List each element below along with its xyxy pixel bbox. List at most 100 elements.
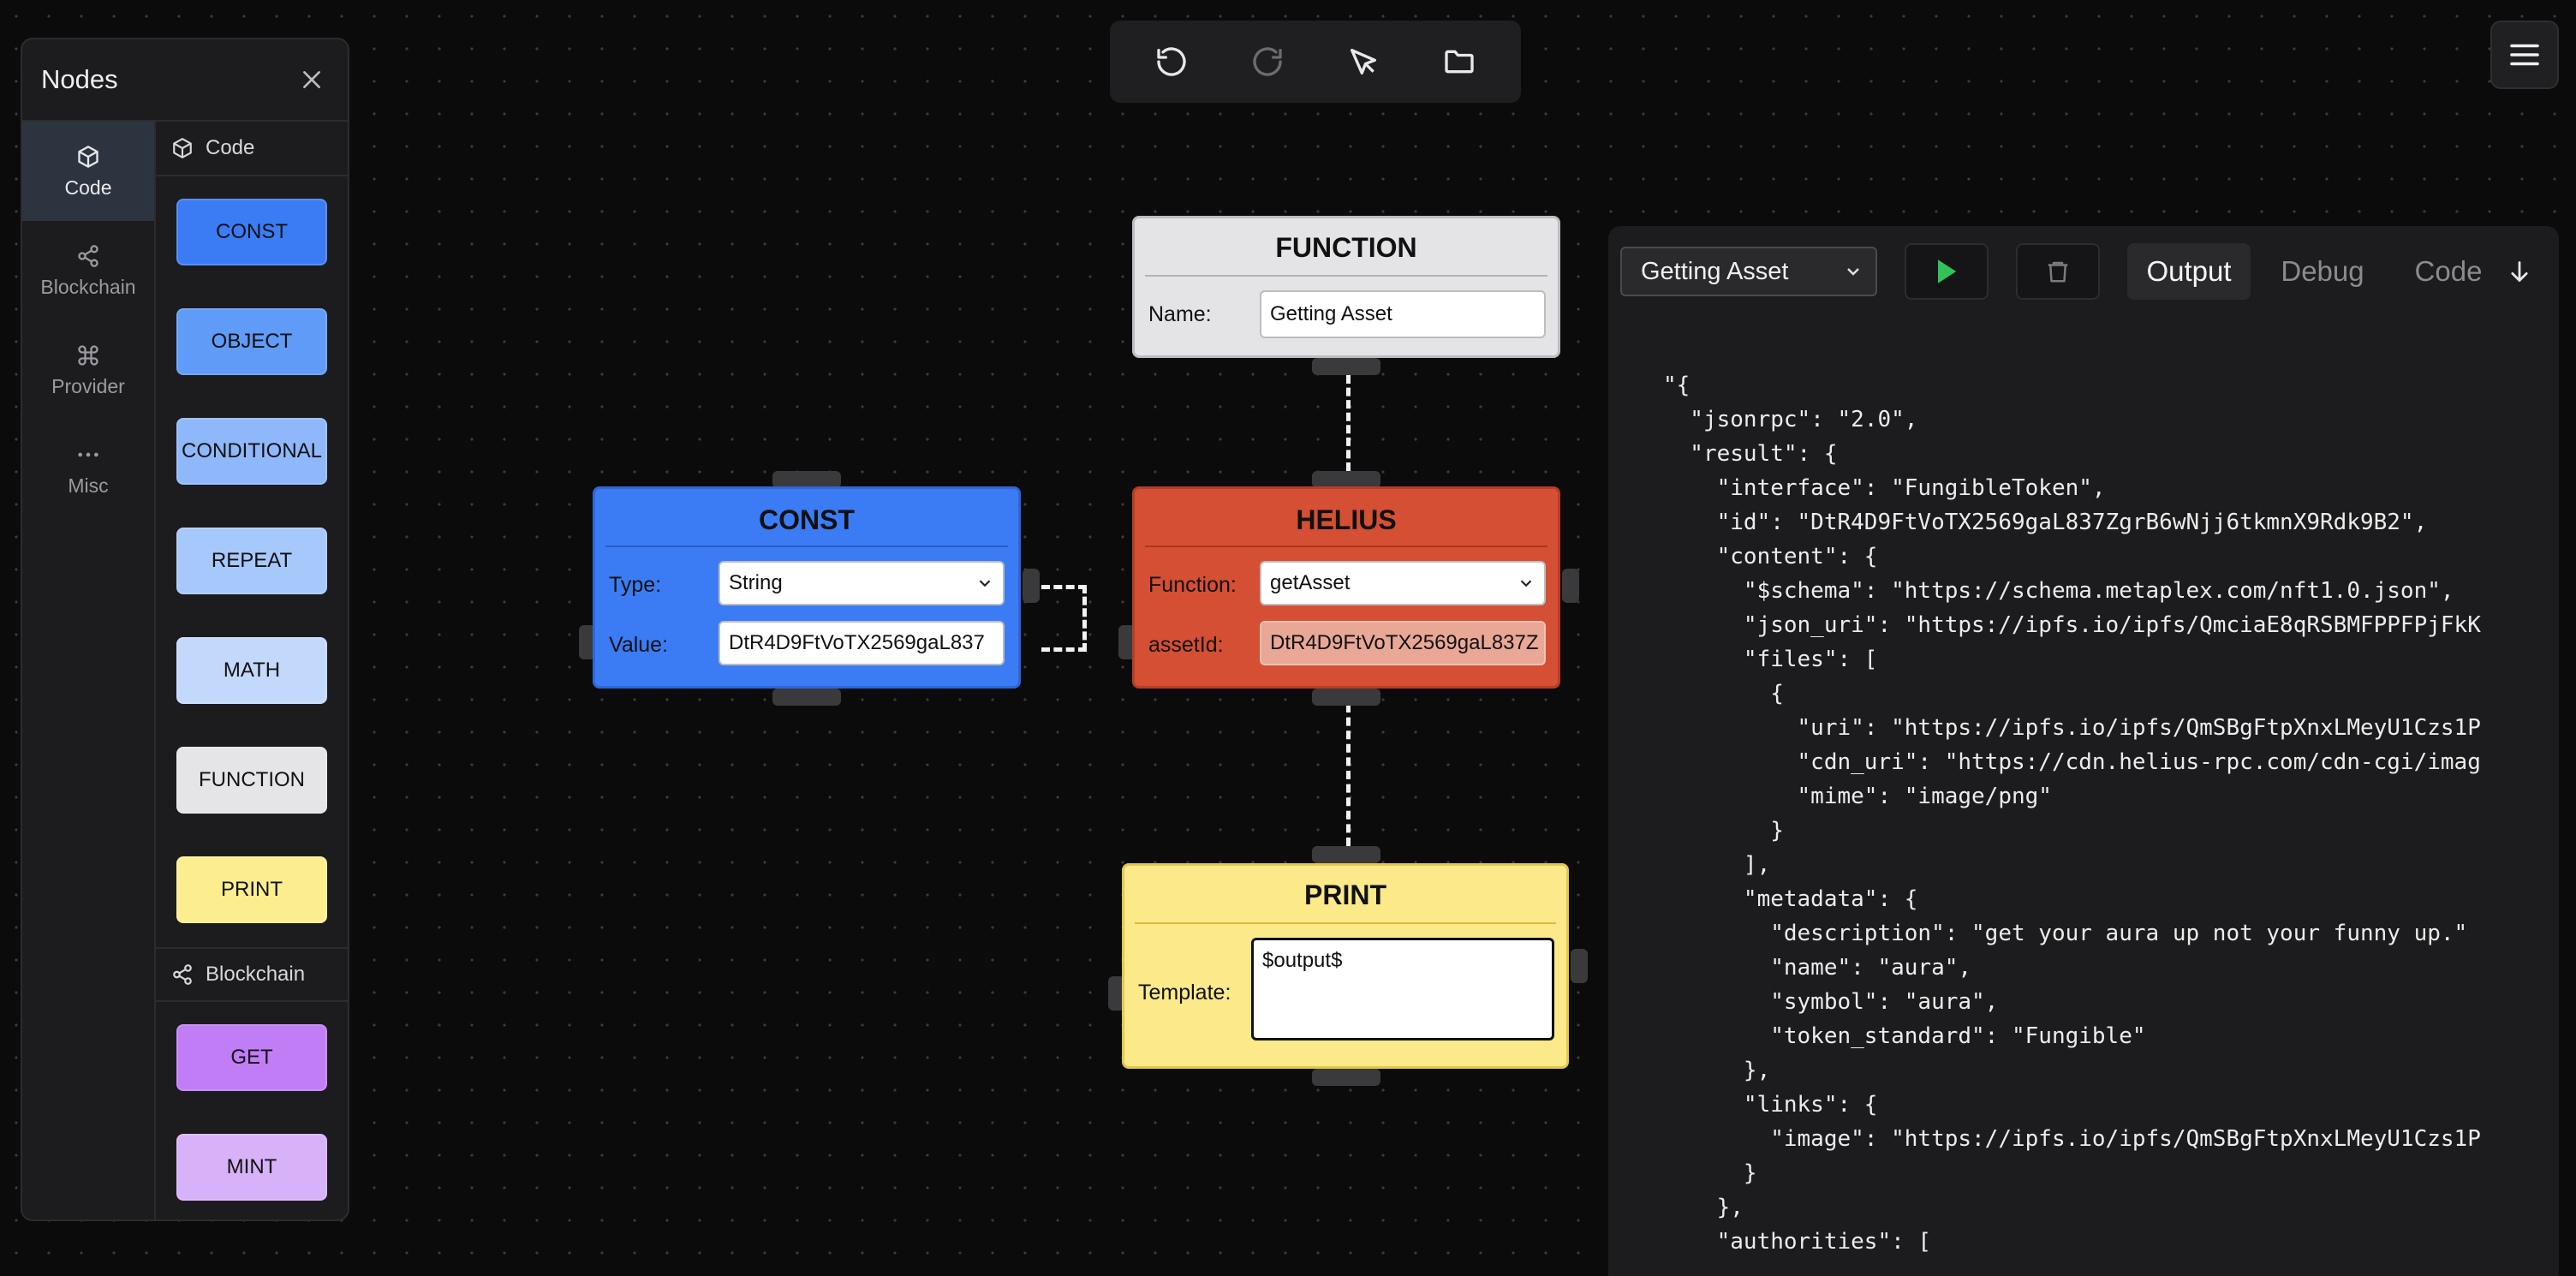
json-line: "{ <box>1663 373 1690 398</box>
undo-icon <box>1154 45 1189 79</box>
json-line: "description": "get your aura up not you… <box>1663 921 2468 946</box>
json-line: "files": [ <box>1663 647 1878 672</box>
value-label: Value: <box>609 633 669 657</box>
category-provider[interactable]: Provider <box>22 320 154 420</box>
share-icon <box>76 243 100 269</box>
const-output-handle[interactable] <box>1023 569 1040 603</box>
json-line: "uri": "https://ipfs.io/ipfs/QmSBgFtpXnx… <box>1663 715 2481 741</box>
helius-bottom-handle[interactable] <box>1312 689 1380 706</box>
chevron-down-icon <box>1843 261 1863 282</box>
play-icon <box>1935 259 1958 284</box>
function-node[interactable]: FUNCTION Name: Getting Asset <box>1132 216 1560 358</box>
chevron-down-icon <box>975 574 994 593</box>
node-title: CONST <box>759 504 855 535</box>
select-tool-button[interactable] <box>1329 27 1398 96</box>
json-line: "content": { <box>1663 544 1878 569</box>
helius-assetid-input[interactable]: DtR4D9FtVoTX2569gaL837Z <box>1260 621 1546 665</box>
json-line: "image": "https://ipfs.io/ipfs/QmSBgFtpX… <box>1663 1126 2481 1152</box>
json-line: "id": "DtR4D9FtVoTX2569gaL837ZgrB6wNjj6t… <box>1663 510 2428 535</box>
open-folder-button[interactable] <box>1425 27 1494 96</box>
cube-icon <box>76 144 100 170</box>
nodes-panel-header: Nodes <box>22 39 348 122</box>
palette-item-object[interactable]: OBJECT <box>176 308 327 375</box>
category-misc[interactable]: Misc <box>22 420 154 519</box>
json-line: "metadata": { <box>1663 886 1918 912</box>
json-output: "{ "jsonrpc": "2.0", "result": { "interf… <box>1663 368 2559 1276</box>
print-top-handle[interactable] <box>1312 846 1380 863</box>
print-output-handle[interactable] <box>1571 949 1588 983</box>
main-menu-button[interactable] <box>2490 21 2559 89</box>
tab-code[interactable]: Code <box>2414 255 2483 287</box>
function-name-input[interactable]: Getting Asset <box>1260 290 1546 338</box>
helius-node[interactable]: HELIUS Function: getAsset assetId: DtR4D… <box>1132 486 1560 689</box>
json-line: "mime": "image/png" <box>1663 784 2052 809</box>
node-title: FUNCTION <box>1275 232 1417 263</box>
nodes-panel-title: Nodes <box>41 64 118 94</box>
json-line: "symbol": "aura", <box>1663 989 1999 1015</box>
category-blockchain[interactable]: Blockchain <box>22 221 154 320</box>
canvas-toolbar <box>1110 21 1521 103</box>
redo-button[interactable] <box>1233 27 1302 96</box>
run-button[interactable] <box>1905 243 1989 300</box>
const-node[interactable]: CONST Type: String Value: DtR4D9FtVoTX25… <box>593 486 1021 689</box>
print-bottom-handle[interactable] <box>1312 1069 1380 1086</box>
section-label: Code <box>206 136 255 159</box>
node-divider <box>605 546 1008 547</box>
connection-function-helius <box>1346 375 1351 471</box>
json-line: "$schema": "https://schema.metaplex.com/… <box>1663 578 2454 604</box>
palette-item-function[interactable]: FUNCTION <box>176 747 327 814</box>
const-top-handle[interactable] <box>772 471 841 488</box>
output-panel: Getting Asset Output Debug Code "{ "json… <box>1608 226 2559 1276</box>
output-panel-toolbar: Getting Asset Output Debug Code <box>1620 241 2547 301</box>
palette-item-get[interactable]: GET <box>176 1024 327 1091</box>
clear-output-button[interactable] <box>2016 243 2100 300</box>
download-button[interactable] <box>2502 243 2537 300</box>
print-node[interactable]: PRINT Template: $output$ <box>1122 863 1569 1069</box>
category-code[interactable]: Code <box>22 122 154 221</box>
palette-item-print[interactable]: PRINT <box>176 856 327 923</box>
json-line: { <box>1663 681 1784 707</box>
json-line: ], <box>1663 852 1771 878</box>
helius-assetid-handle[interactable] <box>1118 625 1136 659</box>
category-label: Code <box>64 176 112 199</box>
function-output-handle[interactable] <box>1312 358 1380 375</box>
palette-item-math[interactable]: MATH <box>176 637 327 704</box>
json-line: "jsonrpc": "2.0", <box>1663 407 1918 432</box>
hamburger-menu-icon <box>2509 42 2540 68</box>
const-bottom-handle[interactable] <box>772 689 841 706</box>
section-label: Blockchain <box>206 963 306 986</box>
palette-item-const[interactable]: CONST <box>176 199 327 265</box>
palette-item-conditional[interactable]: CONDITIONAL <box>176 418 327 485</box>
folder-icon <box>1442 45 1476 79</box>
print-input-handle[interactable] <box>1108 976 1125 1011</box>
function-select[interactable]: Getting Asset <box>1620 247 1877 296</box>
const-type-select[interactable]: String <box>719 561 1005 605</box>
const-value-input[interactable]: DtR4D9FtVoTX2569gaL837 <box>719 621 1005 665</box>
command-icon <box>76 343 100 368</box>
undo-button[interactable] <box>1137 27 1206 96</box>
json-line: }, <box>1663 1195 1744 1220</box>
share-icon <box>171 963 194 986</box>
nodes-panel-body: Code Blockchain Provider Misc <box>22 122 348 1219</box>
type-label: Type: <box>609 573 662 597</box>
json-line: "links": { <box>1663 1092 1878 1118</box>
arrow-down-icon <box>2507 259 2531 284</box>
json-line: "token_standard": "Fungible" <box>1663 1023 2146 1049</box>
connection-const-helius <box>1041 585 1087 652</box>
json-line: }, <box>1663 1058 1771 1083</box>
close-icon[interactable] <box>295 63 329 97</box>
connection-helius-print <box>1346 704 1351 846</box>
tab-debug[interactable]: Debug <box>2281 255 2364 287</box>
node-divider <box>1145 275 1547 277</box>
helius-output-handle[interactable] <box>1562 569 1579 603</box>
tab-output[interactable]: Output <box>2127 243 2251 300</box>
palette-item-repeat[interactable]: REPEAT <box>176 528 327 594</box>
print-template-textarea[interactable]: $output$ <box>1251 938 1554 1040</box>
helius-function-select[interactable]: getAsset <box>1260 561 1546 605</box>
json-line: "result": { <box>1663 441 1838 467</box>
palette-item-mint[interactable]: MINT <box>176 1134 327 1201</box>
const-input-handle[interactable] <box>579 625 596 659</box>
node-title: HELIUS <box>1296 504 1397 535</box>
node-title: PRINT <box>1304 879 1386 910</box>
helius-top-handle[interactable] <box>1312 471 1380 488</box>
